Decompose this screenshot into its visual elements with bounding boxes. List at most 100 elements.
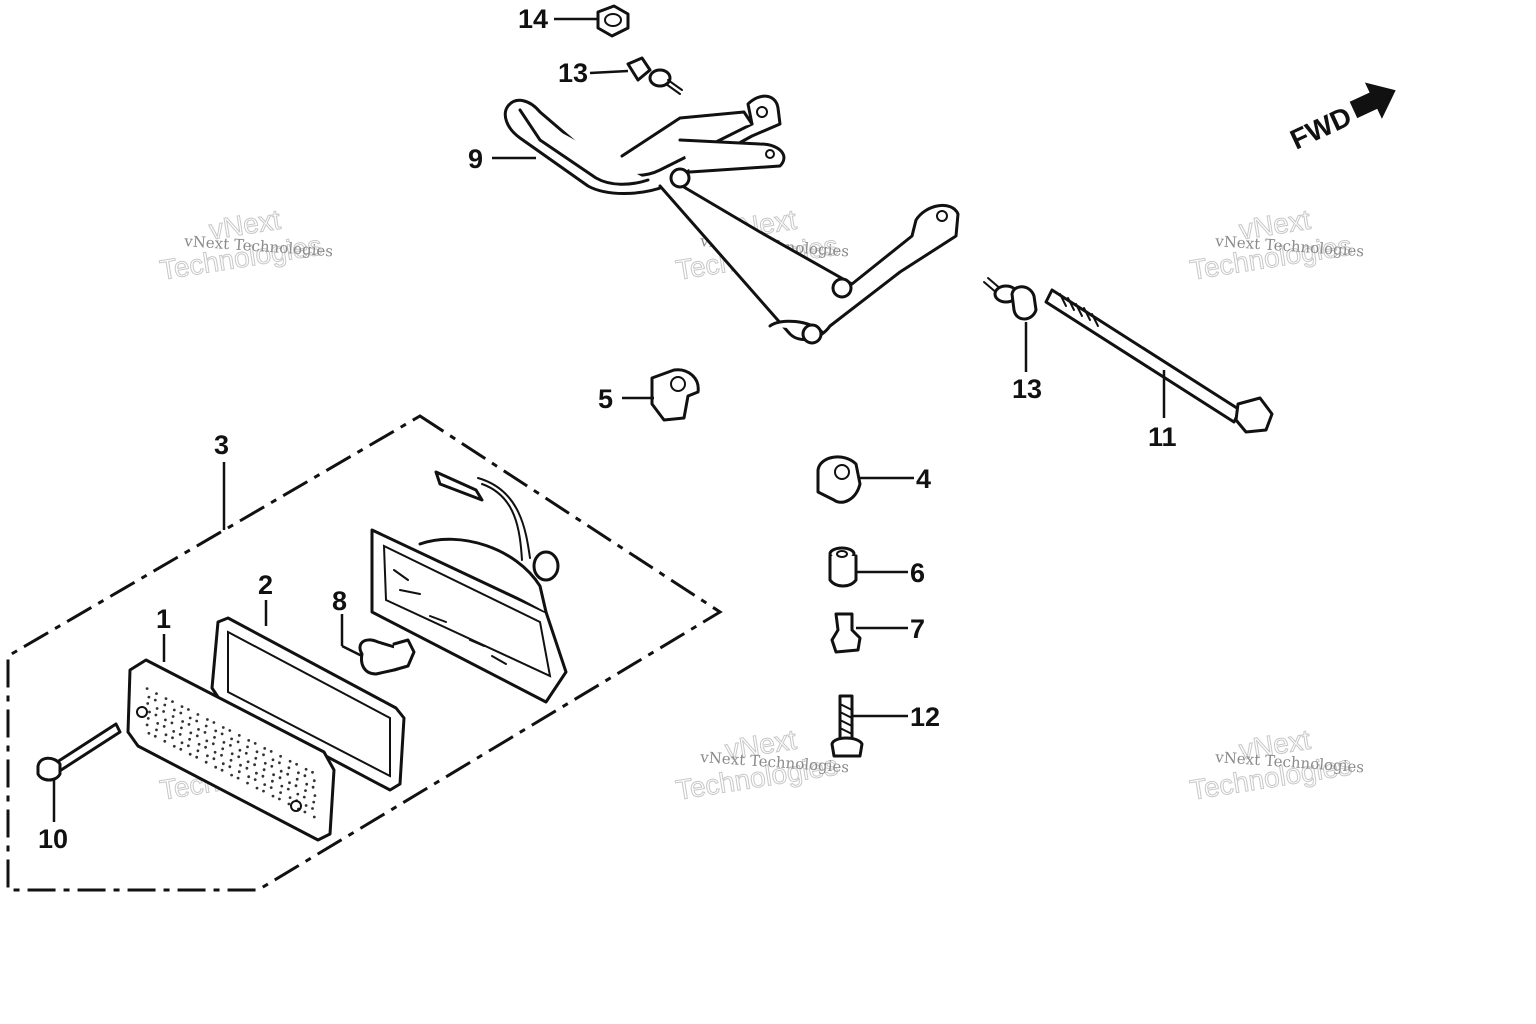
callout-10: 10 xyxy=(38,824,68,854)
part-5-clamp xyxy=(650,368,700,422)
lens-dot xyxy=(278,776,282,780)
lens-dot xyxy=(203,731,207,734)
lens-dot xyxy=(269,786,273,789)
lens-dot xyxy=(164,718,167,722)
callout-14: 14 xyxy=(518,4,548,34)
lens-dot xyxy=(262,768,266,772)
lens-dot xyxy=(197,742,201,746)
lens-texture xyxy=(145,687,317,819)
lens-dot xyxy=(311,807,314,810)
callout-4: 4 xyxy=(916,464,931,494)
lens-dot xyxy=(172,744,176,748)
callout-2: 2 xyxy=(258,570,273,600)
callout-7: 7 xyxy=(910,614,925,644)
lens-dot xyxy=(195,734,199,738)
lens-dot xyxy=(189,731,193,735)
lens-dot xyxy=(221,726,225,729)
lens-dot xyxy=(162,710,166,713)
callout-labels: 14 13 9 13 11 5 4 6 7 12 3 2 1 8 10 xyxy=(38,4,1177,854)
callout-13-lower: 13 xyxy=(1012,374,1042,404)
lens-dot xyxy=(304,804,308,807)
lens-dot xyxy=(172,730,176,733)
lens-dot xyxy=(155,728,158,732)
lens-dot xyxy=(247,775,251,779)
lens-dot xyxy=(255,786,259,790)
callout-1: 1 xyxy=(156,604,171,634)
lens-dot xyxy=(279,791,282,794)
lens-dot xyxy=(287,766,291,770)
fwd-label: FWD xyxy=(1285,100,1356,155)
part-8-bulb xyxy=(358,638,416,676)
lens-dot xyxy=(156,722,160,725)
lens-dot xyxy=(229,758,233,762)
callout-13-upper: 13 xyxy=(558,58,588,88)
lens-dot xyxy=(296,792,300,796)
lens-dot xyxy=(254,756,258,760)
lens-dot xyxy=(154,713,158,717)
lens-dot xyxy=(245,766,249,770)
lens-dot xyxy=(180,705,184,708)
lens-dot xyxy=(153,734,157,738)
lens-dot xyxy=(271,779,274,783)
lens-dot xyxy=(279,754,282,758)
lens-dot xyxy=(295,762,298,766)
lens-dot xyxy=(180,726,183,730)
lens-dot xyxy=(311,785,315,789)
lens-dot xyxy=(220,768,224,772)
lens-dot xyxy=(187,744,190,748)
fwd-arrow-icon xyxy=(1349,82,1396,119)
lens-dot xyxy=(196,749,200,753)
lens-dot xyxy=(303,774,307,778)
lens-dot xyxy=(212,757,216,761)
lens-dot xyxy=(239,763,242,767)
lens-dot xyxy=(196,713,200,716)
lens-dot xyxy=(253,778,257,781)
lens-dot xyxy=(164,697,168,700)
leader-lines xyxy=(52,17,1166,822)
part-7-bushing xyxy=(830,612,862,654)
part-1-lens xyxy=(126,658,336,842)
lens-dot xyxy=(288,781,291,785)
lens-dot xyxy=(148,710,151,714)
lens-dot xyxy=(263,747,267,750)
lens-dot xyxy=(295,777,299,781)
lens-dot xyxy=(304,789,307,792)
lens-dot xyxy=(244,751,248,755)
lens-dot xyxy=(246,781,249,785)
lens-dot xyxy=(286,787,290,791)
lens-dot xyxy=(171,715,175,718)
lens-dot xyxy=(228,765,232,769)
lens-dot xyxy=(146,717,150,720)
lens-dot xyxy=(313,794,317,797)
lens-dot xyxy=(312,779,316,783)
lens-dot xyxy=(237,755,241,759)
lens-dot xyxy=(230,773,234,777)
lens-dot xyxy=(206,718,209,721)
lens-dot xyxy=(255,771,258,775)
lens-dot xyxy=(312,800,316,804)
lens-dot xyxy=(236,740,240,744)
lens-dot xyxy=(280,784,284,788)
part-3-housing xyxy=(370,470,568,704)
part-11-long-bolt xyxy=(1044,288,1274,434)
lens-dot xyxy=(288,796,292,799)
lens-dot xyxy=(213,736,216,739)
callout-3: 3 xyxy=(214,430,229,460)
callout-12: 12 xyxy=(910,702,940,732)
lens-dot xyxy=(204,724,208,728)
lens-dot xyxy=(163,739,167,743)
lens-dot xyxy=(230,752,234,756)
lens-dot xyxy=(178,733,182,736)
lens-dot xyxy=(246,745,249,749)
lens-dot xyxy=(204,745,208,749)
lens-dot xyxy=(255,750,259,754)
part-6-nut xyxy=(828,546,858,588)
lens-dot xyxy=(220,753,223,757)
lens-dot xyxy=(221,762,225,766)
lens-dot xyxy=(170,721,174,725)
part-13-bolt-lower xyxy=(983,277,1038,321)
part-13-bolt-upper xyxy=(626,56,683,95)
lens-dot xyxy=(262,789,265,793)
lens-dot xyxy=(155,707,159,710)
